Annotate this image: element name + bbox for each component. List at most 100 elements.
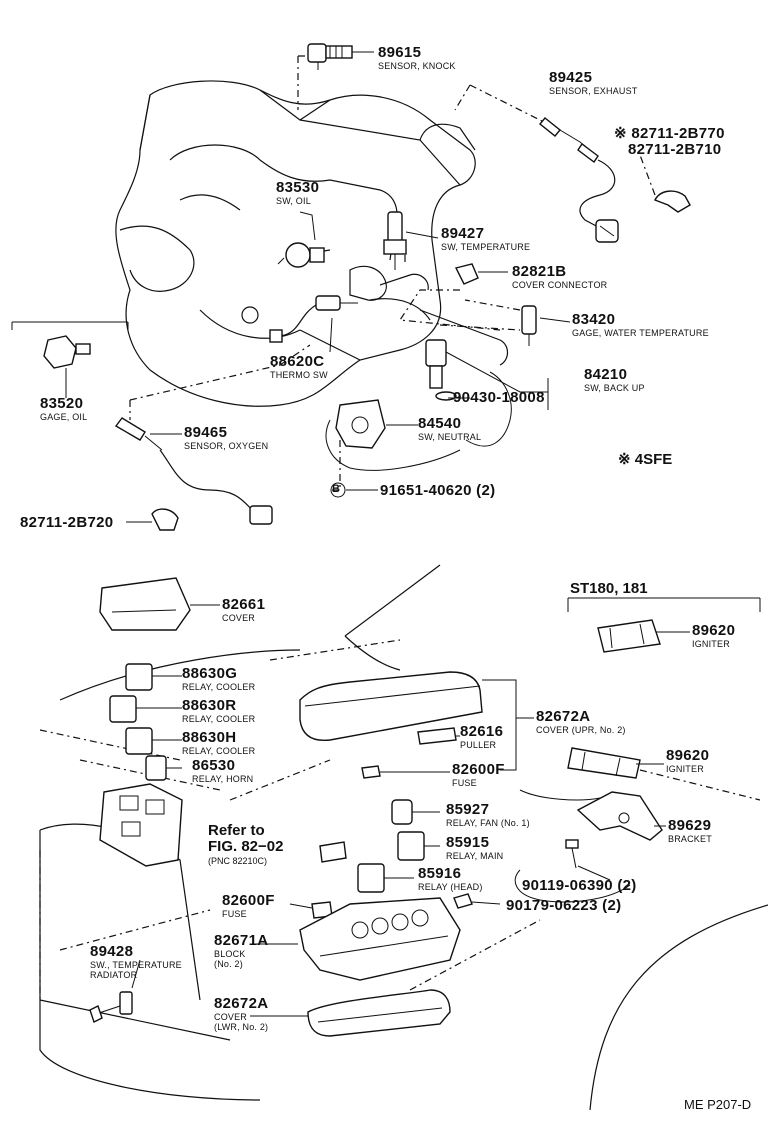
part-description: SW, TEMPERATURE bbox=[441, 242, 531, 252]
variant-note: ※ 4SFE bbox=[618, 451, 673, 468]
part-label-82661: 82661 COVER bbox=[222, 597, 265, 623]
part-label-89428: 89428 SW., TEMPERATURE RADIATOR bbox=[90, 944, 182, 980]
temp-switch-89427-drawing bbox=[383, 211, 407, 270]
neutral-switch-drawing bbox=[335, 399, 386, 449]
part-number: 89620 bbox=[666, 747, 710, 764]
part-description: RELAY, COOLER bbox=[182, 746, 256, 756]
relay-horn-drawing bbox=[145, 755, 167, 781]
model-note: ST180, 181 bbox=[570, 580, 648, 597]
label-leader-lines bbox=[65, 51, 690, 1017]
part-label-90430: 90430-18008 bbox=[453, 390, 545, 405]
part-number: 82711-2B710 bbox=[628, 141, 722, 158]
igniter-drawing bbox=[567, 747, 641, 779]
part-description: THERMO SW bbox=[270, 370, 328, 380]
relay-holder-drawing bbox=[99, 783, 183, 867]
part-description: BLOCK bbox=[214, 949, 246, 959]
part-number: 82672A bbox=[536, 708, 591, 725]
part-description: SENSOR, OXYGEN bbox=[184, 441, 269, 451]
relay-block-cover-upr-drawing bbox=[299, 671, 483, 742]
part-number: 82672A bbox=[214, 995, 269, 1012]
part-description: GAGE, WATER TEMPERATURE bbox=[572, 328, 709, 338]
part-label-82671a: 82671A BLOCK (No. 2) bbox=[214, 933, 268, 969]
part-description-line2: RADIATOR bbox=[90, 970, 138, 980]
part-description-line2: (LWR, No. 2) bbox=[214, 1022, 269, 1032]
bolt-marker: B bbox=[332, 483, 340, 495]
part-number: 84540 bbox=[418, 415, 462, 432]
part-label-82821b: 82821B COVER CONNECTOR bbox=[512, 264, 607, 290]
part-number: 89629 bbox=[668, 817, 712, 834]
part-description: BRACKET bbox=[668, 834, 712, 844]
part-label-86530: 86530 RELAY, HORN bbox=[192, 758, 253, 784]
part-label-89425: 89425 SENSOR, EXHAUST bbox=[549, 70, 638, 96]
part-description: FUSE bbox=[222, 909, 247, 919]
part-number: 82661 bbox=[222, 596, 266, 613]
part-description: SW, NEUTRAL bbox=[418, 432, 482, 442]
part-number: 85915 bbox=[446, 834, 490, 851]
part-label-82600f-upper: 82600F FUSE bbox=[452, 762, 505, 788]
part-description-line2: (No. 2) bbox=[214, 959, 243, 969]
part-label-89615: 89615 SENSOR, KNOCK bbox=[378, 45, 456, 71]
part-description: RELAY (HEAD) bbox=[418, 882, 483, 892]
part-number: 83530 bbox=[276, 179, 320, 196]
figure-reference-line2: FIG. 82−02 bbox=[208, 837, 284, 855]
oil-switch-drawing bbox=[277, 242, 325, 268]
part-number: 82671A bbox=[214, 932, 269, 949]
igniter-st180-drawing bbox=[597, 619, 661, 653]
relay-block-cover-lwr-drawing bbox=[307, 989, 451, 1037]
part-label-82711-2b710: 82711-2B710 bbox=[628, 142, 721, 157]
part-label-85915: 85915 RELAY, MAIN bbox=[446, 835, 503, 861]
part-number: 82600F bbox=[452, 761, 505, 778]
radiator-temp-switch-drawing bbox=[89, 991, 133, 1023]
part-label-82672a-upr: 82672A COVER (UPR, No. 2) bbox=[536, 709, 626, 735]
part-description: SW., TEMPERATURE bbox=[90, 960, 182, 970]
part-number: 83520 bbox=[40, 395, 84, 412]
part-number: 89427 bbox=[441, 225, 485, 242]
exhaust-sensor-drawing bbox=[539, 117, 619, 243]
clamp-82711-upper-drawing bbox=[654, 190, 691, 213]
part-label-82616: 82616 PULLER bbox=[460, 724, 503, 750]
part-label-83520: 83520 GAGE, OIL bbox=[40, 396, 87, 422]
oil-gage-drawing bbox=[43, 335, 91, 382]
part-description: COVER CONNECTOR bbox=[512, 280, 608, 290]
part-label-89620-st180: 89620 IGNITER bbox=[692, 623, 735, 649]
part-number: 89428 bbox=[90, 943, 134, 960]
part-number: 84210 bbox=[584, 366, 628, 383]
part-number: 89615 bbox=[378, 44, 422, 61]
vehicle-body-lines bbox=[39, 564, 768, 1111]
part-number: 90430-18008 bbox=[453, 389, 545, 406]
part-number: 88630R bbox=[182, 697, 237, 714]
relay-fan-drawing bbox=[391, 799, 413, 825]
part-number: 82616 bbox=[460, 723, 504, 740]
part-label-90179: 90179-06223 (2) bbox=[506, 898, 621, 913]
water-temp-gage-drawing bbox=[521, 305, 537, 346]
backup-switch-drawing bbox=[425, 339, 457, 401]
nut-90179-drawing bbox=[453, 893, 473, 909]
part-number: 89425 bbox=[549, 69, 593, 86]
puller-drawing bbox=[417, 727, 457, 745]
part-number: 89620 bbox=[692, 622, 736, 639]
part-number: 88620C bbox=[270, 353, 325, 370]
part-description: RELAY, HORN bbox=[192, 774, 254, 784]
figure-reference-line1: Refer to bbox=[208, 822, 265, 839]
relay-cooler-g-drawing bbox=[125, 663, 153, 691]
part-number: 85916 bbox=[418, 865, 462, 882]
part-label-83420: 83420 GAGE, WATER TEMPERATURE bbox=[572, 312, 709, 338]
part-number: 86530 bbox=[192, 757, 236, 774]
part-description: IGNITER bbox=[666, 764, 704, 774]
part-label-90119: 90119-06390 (2) bbox=[522, 878, 637, 893]
part-label-82711-2b770: ※ 82711-2B770 bbox=[614, 126, 725, 141]
clamp-82711-lower-drawing bbox=[151, 508, 179, 531]
part-description: GAGE, OIL bbox=[40, 412, 88, 422]
part-label-85916: 85916 RELAY (HEAD) bbox=[418, 866, 483, 892]
part-number: 82711-2B720 bbox=[20, 514, 114, 531]
part-number: 83420 bbox=[572, 311, 616, 328]
oxygen-sensor-drawing bbox=[114, 417, 273, 525]
part-description: RELAY, MAIN bbox=[446, 851, 504, 861]
cover-connector-drawing bbox=[454, 263, 479, 285]
part-number: 89465 bbox=[184, 424, 228, 441]
relay-head-drawing bbox=[357, 863, 385, 893]
part-label-88630r: 88630R RELAY, COOLER bbox=[182, 698, 255, 724]
bracket-drawing bbox=[576, 791, 663, 841]
part-label-89427: 89427 SW, TEMPERATURE bbox=[441, 226, 530, 252]
part-description: SW, OIL bbox=[276, 196, 311, 206]
